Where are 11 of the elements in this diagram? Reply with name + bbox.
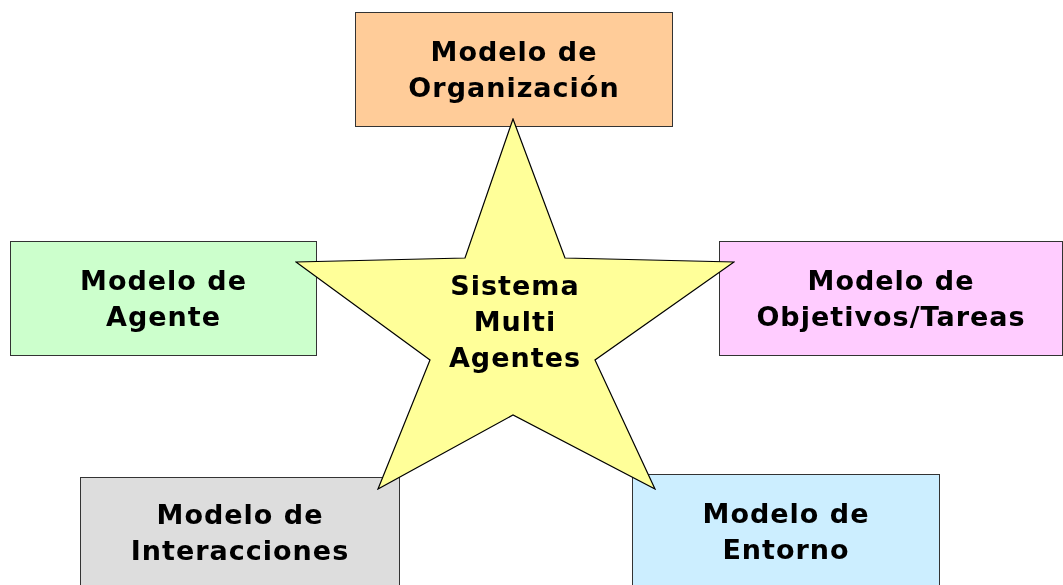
model-box bbox=[355, 12, 673, 127]
model-box bbox=[632, 474, 940, 585]
box-label: Modelo de Interacciones bbox=[129, 498, 351, 568]
box-label: Modelo de Agente bbox=[79, 263, 248, 334]
model-box bbox=[719, 241, 1063, 356]
box-label: Modelo de Entorno bbox=[701, 496, 871, 567]
model-box bbox=[10, 241, 317, 356]
model-box bbox=[80, 477, 400, 585]
box-label: Modelo de Organización bbox=[407, 34, 621, 105]
star-label: Sistema Multi Agentes bbox=[447, 269, 582, 375]
box-label: Modelo de Objetivos/Tareas bbox=[755, 263, 1027, 334]
